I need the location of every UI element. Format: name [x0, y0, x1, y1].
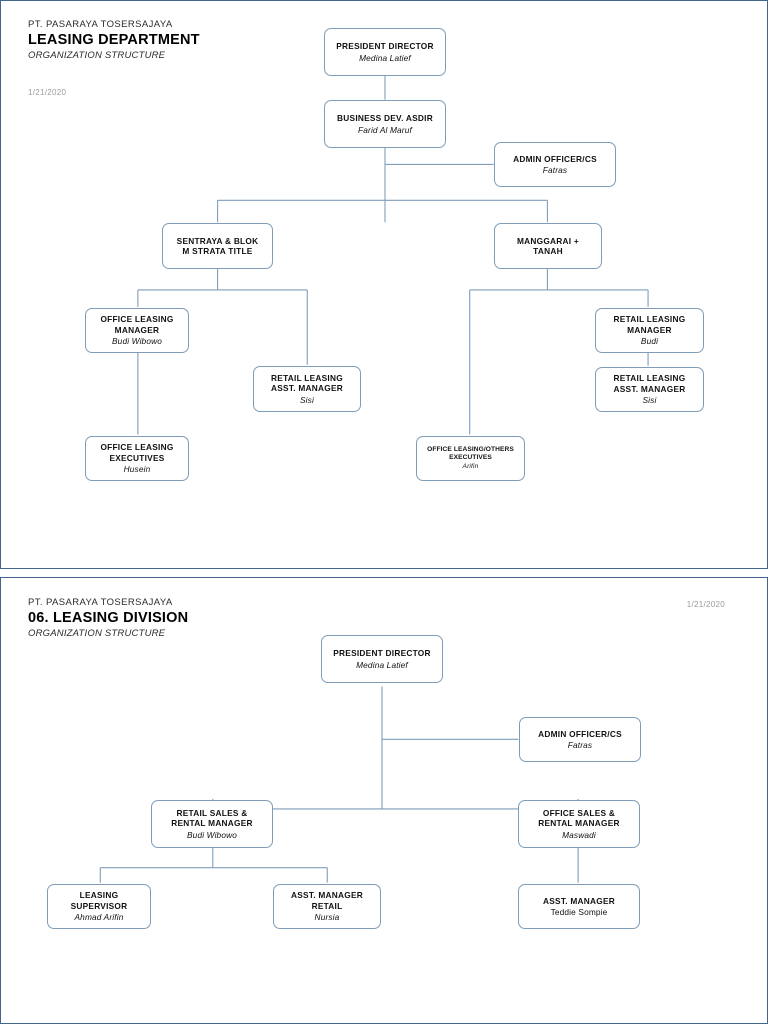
node-president-director-2[interactable]: PRESIDENT DIRECTOR Medina Latief — [321, 635, 443, 683]
node-president-director[interactable]: PRESIDENT DIRECTOR Medina Latief — [324, 28, 446, 76]
slide1-subtitle: ORGANIZATION STRUCTURE — [28, 50, 166, 61]
slide2-company-name: PT. PASARAYA TOSERSAJAYA — [28, 597, 173, 608]
node-person: Medina Latief — [359, 52, 411, 63]
node-role: RETAIL LEASING MANAGER — [613, 314, 686, 335]
node-person: Ahmad Arifin — [74, 912, 124, 923]
node-role: ADMIN OFFICER/CS — [538, 728, 622, 739]
slide1-connectors — [137, 75, 649, 435]
node-role: BUSINESS DEV. ASDIR — [337, 113, 433, 124]
node-role: OFFICE LEASING MANAGER — [100, 314, 174, 335]
node-person: Farid Al Maruf — [358, 124, 412, 135]
node-person: Budi — [640, 336, 659, 347]
node-role: ASST. MANAGER RETAIL — [291, 890, 363, 911]
node-manggarai-tanah[interactable]: MANGGARAI + TANAH — [494, 223, 602, 269]
slide2-header-block: PT. PASARAYA TOSERSAJAYA 06. LEASING DIV… — [28, 597, 188, 639]
node-person: Budi Wibowo — [187, 829, 237, 840]
node-retail-leasing-manager[interactable]: RETAIL LEASING MANAGER Budi — [595, 308, 704, 353]
node-office-leasing-executives[interactable]: OFFICE LEASING EXECUTIVES Husein — [85, 436, 189, 481]
node-office-sales-rental-manager[interactable]: OFFICE SALES & RENTAL MANAGER Maswadi — [518, 800, 640, 848]
node-asst-manager-retail[interactable]: ASST. MANAGER RETAIL Nursia — [273, 884, 381, 929]
node-role: OFFICE LEASING EXECUTIVES — [100, 442, 174, 463]
slide-leasing-department: PT. PASARAYA TOSERSAJAYA LEASING DEPARTM… — [0, 0, 768, 569]
node-person: Arifin — [462, 463, 479, 471]
node-person: Fatras — [567, 740, 593, 750]
node-retail-sales-rental-manager[interactable]: RETAIL SALES & RENTAL MANAGER Budi Wibow… — [151, 800, 273, 848]
node-role: RETAIL LEASING ASST. MANAGER — [613, 373, 686, 394]
node-person: Budi Wibowo — [112, 336, 162, 347]
node-role: ADMIN OFFICER/CS — [513, 153, 597, 164]
node-person: Maswadi — [562, 829, 596, 840]
node-leasing-supervisor[interactable]: LEASING SUPERVISOR Ahmad Arifin — [47, 884, 151, 929]
node-role: OFFICE SALES & RENTAL MANAGER — [538, 807, 620, 829]
node-person: Teddie Sompie — [550, 907, 608, 917]
slide1-date: 1/21/2020 — [28, 88, 67, 97]
slide2-date: 1/21/2020 — [686, 600, 725, 609]
slide2-page-title: 06. LEASING DIVISION — [28, 610, 189, 626]
node-role: ASST. MANAGER — [543, 895, 615, 906]
slide1-page-title: LEASING DEPARTMENT — [28, 32, 200, 48]
node-role: SENTRAYA & BLOK M STRATA TITLE — [176, 235, 259, 256]
node-business-dev-asdir[interactable]: BUSINESS DEV. ASDIR Farid Al Maruf — [324, 100, 446, 148]
node-retail-leasing-asst-manager-manggarai[interactable]: RETAIL LEASING ASST. MANAGER Sisi — [595, 367, 704, 412]
node-role: OFFICE LEASING/OTHERS EXECUTIVES — [427, 445, 514, 461]
slide2-subtitle: ORGANIZATION STRUCTURE — [28, 628, 166, 639]
node-person: Sisi — [300, 394, 314, 405]
node-role: MANGGARAI + TANAH — [517, 235, 579, 256]
node-person: Fatras — [542, 165, 568, 175]
node-role: PRESIDENT DIRECTOR — [336, 41, 434, 52]
node-admin-officer-cs[interactable]: ADMIN OFFICER/CS Fatras — [494, 142, 616, 187]
node-sentraya-blok-m-strata-title[interactable]: SENTRAYA & BLOK M STRATA TITLE — [162, 223, 273, 269]
node-admin-officer-cs-2[interactable]: ADMIN OFFICER/CS Fatras — [519, 717, 641, 762]
node-role: PRESIDENT DIRECTOR — [333, 648, 431, 659]
node-person: Sisi — [642, 395, 657, 406]
slide-leasing-division: PT. PASARAYA TOSERSAJAYA 06. LEASING DIV… — [0, 577, 768, 1024]
slide1-header-block: PT. PASARAYA TOSERSAJAYA LEASING DEPARTM… — [28, 19, 200, 61]
node-person: Nursia — [314, 912, 340, 923]
node-retail-leasing-asst-manager-sentraya[interactable]: RETAIL LEASING ASST. MANAGER Sisi — [253, 366, 361, 412]
node-person: Medina Latief — [356, 659, 408, 670]
node-role: RETAIL LEASING ASST. MANAGER — [271, 372, 343, 394]
node-role: LEASING SUPERVISOR — [70, 890, 128, 911]
node-role: RETAIL SALES & RENTAL MANAGER — [171, 807, 253, 829]
node-asst-manager-office[interactable]: ASST. MANAGER Teddie Sompie — [518, 884, 640, 929]
slide1-company-name: PT. PASARAYA TOSERSAJAYA — [28, 19, 173, 30]
node-office-leasing-others-executives[interactable]: OFFICE LEASING/OTHERS EXECUTIVES Arifin — [416, 436, 525, 481]
node-person: Husein — [123, 464, 151, 475]
node-office-leasing-manager[interactable]: OFFICE LEASING MANAGER Budi Wibowo — [85, 308, 189, 353]
